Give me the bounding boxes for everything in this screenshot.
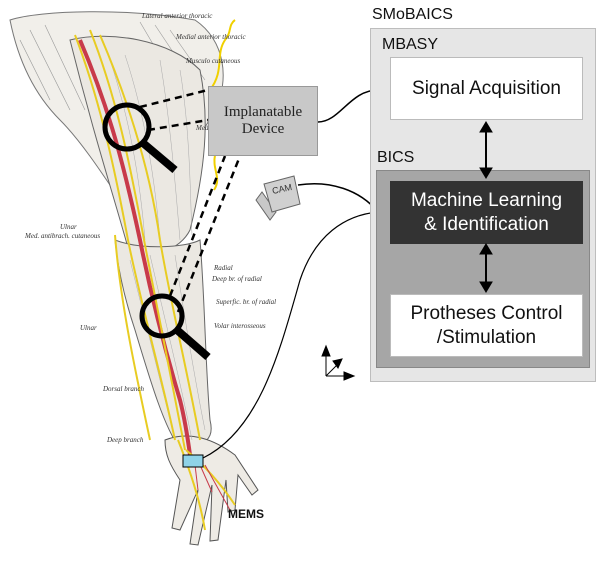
camera-icon <box>256 176 300 220</box>
label-radial: Radial <box>214 264 233 272</box>
prot-label-line1: Protheses Control <box>410 302 562 326</box>
label-median: Med <box>196 124 208 132</box>
implantable-device-box: Implanatable Device <box>208 86 318 156</box>
implant-wire-bottom <box>214 155 217 190</box>
prot-label-line2: /Stimulation <box>437 326 536 350</box>
label-musculocutaneous: Musculo cutaneous <box>186 57 240 65</box>
arrow-implant-to-signal <box>318 90 378 122</box>
machine-learning-box: Machine Learning & Identification <box>390 181 583 244</box>
implant-label-line1: Implanatable <box>224 104 302 121</box>
arrow-camera-to-ml <box>298 184 378 212</box>
mems-label: MEMS <box>228 507 264 521</box>
protheses-control-box: Protheses Control /Stimulation <box>390 294 583 357</box>
label-dorsal-branch: Dorsal branch <box>103 385 144 393</box>
signal-acquisition-box: Signal Acquisition <box>390 57 583 120</box>
label-med-antibrach: Med. antibrach. cutaneous <box>25 232 100 240</box>
label-ulnar-top: Ulnar <box>60 223 77 231</box>
label-deep-branch: Deep branch <box>107 436 143 444</box>
label-ulnar-bottom: Ulnar <box>80 324 97 332</box>
label-medial-anterior-thoracic: Medial anterior thoracic <box>176 33 246 41</box>
label-volar-interosseous: Volar interosseous <box>214 322 266 330</box>
arrow-sensor-to-ml <box>203 212 378 458</box>
axes-icon <box>322 346 354 380</box>
mems-sensor <box>183 455 203 467</box>
implant-label-line2: Device <box>242 121 284 138</box>
signal-acquisition-label: Signal Acquisition <box>412 78 561 100</box>
label-superfic-br-radial: Superfic. br. of radial <box>216 298 276 306</box>
ml-label-line1: Machine Learning <box>411 189 562 213</box>
label-deep-br-radial: Deep br. of radial <box>212 275 262 283</box>
mbasy-title: MBASY <box>382 36 438 54</box>
smobaics-title: SMoBAICS <box>372 6 453 24</box>
bics-title: BICS <box>377 149 414 167</box>
ml-label-line2: & Identification <box>424 213 549 237</box>
label-lateral-anterior-thoracic: Lateral anterior thoracic <box>142 12 212 20</box>
